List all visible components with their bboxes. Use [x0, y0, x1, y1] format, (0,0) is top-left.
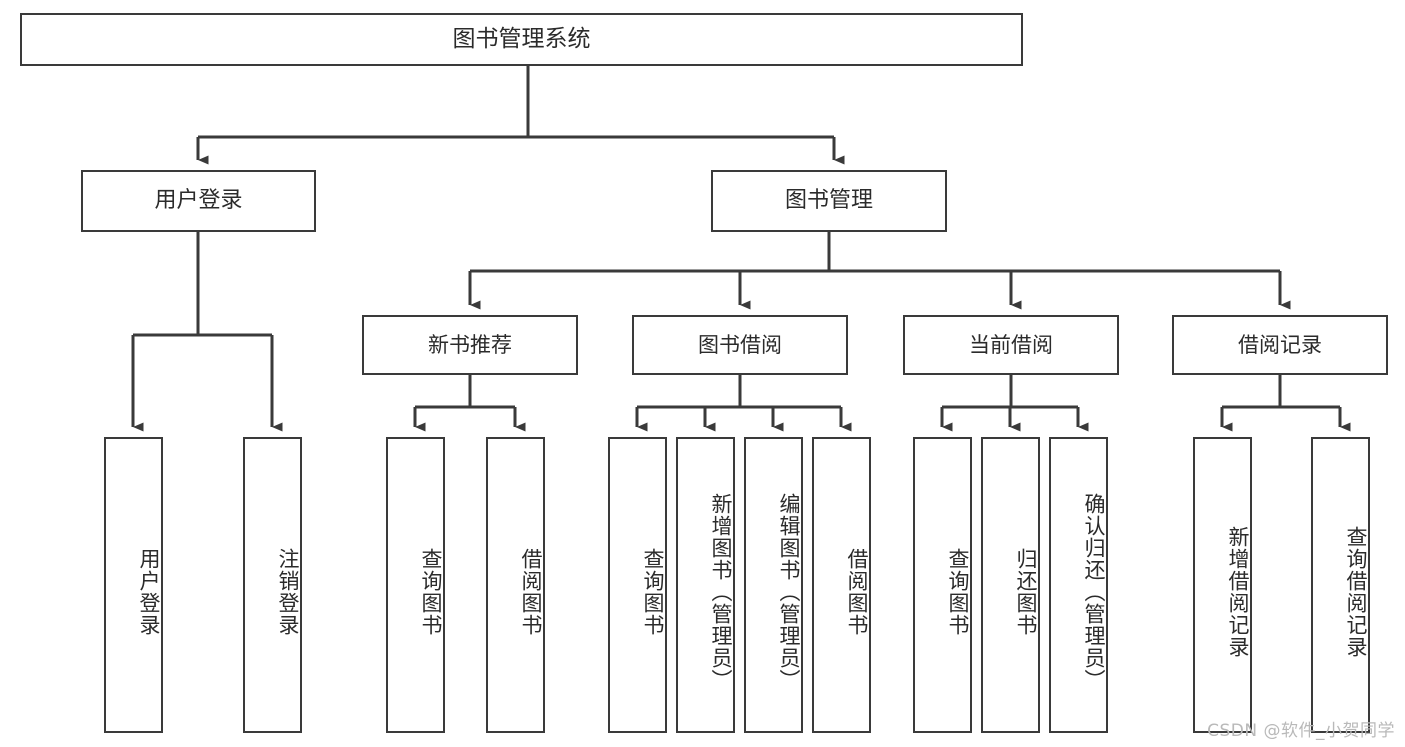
node-leaf-logout-login-label: 注销登录: [276, 548, 300, 636]
csdn-watermark: CSDN @软件_小贺同学: [1207, 721, 1395, 741]
node-leaf-add-record[interactable]: 新增借阅记录: [1193, 437, 1252, 733]
node-borrow-record[interactable]: 借阅记录: [1172, 315, 1388, 375]
node-leaf-borrow-book-1-label: 借阅图书: [519, 548, 543, 636]
node-leaf-confirm-return[interactable]: 确认归还（管理员）: [1049, 437, 1108, 733]
node-leaf-query-book-2[interactable]: 查询图书: [608, 437, 667, 733]
node-leaf-query-book-3[interactable]: 查询图书: [913, 437, 972, 733]
node-leaf-query-book-2-label: 查询图书: [641, 548, 665, 636]
node-leaf-user-login-label: 用户登录: [137, 548, 161, 636]
node-leaf-add-book[interactable]: 新增图书（管理员）: [676, 437, 735, 733]
node-leaf-logout-login[interactable]: 注销登录: [243, 437, 302, 733]
node-current-borrow-label: 当前借阅: [969, 332, 1053, 357]
node-leaf-query-record[interactable]: 查询借阅记录: [1311, 437, 1370, 733]
node-leaf-borrow-book-2-label: 借阅图书: [845, 548, 869, 636]
node-leaf-confirm-return-label: 确认归还（管理员）: [1082, 493, 1106, 691]
node-leaf-return-book-label: 归还图书: [1014, 548, 1038, 636]
node-new-book-recommend-label: 新书推荐: [428, 332, 512, 357]
node-leaf-query-book-3-label: 查询图书: [946, 548, 970, 636]
node-book-management[interactable]: 图书管理: [711, 170, 947, 232]
node-leaf-borrow-book-1[interactable]: 借阅图书: [486, 437, 545, 733]
node-current-borrow[interactable]: 当前借阅: [903, 315, 1119, 375]
node-new-book-recommend[interactable]: 新书推荐: [362, 315, 578, 375]
node-borrow-record-label: 借阅记录: [1238, 332, 1322, 357]
node-user-login[interactable]: 用户登录: [81, 170, 316, 232]
node-root[interactable]: 图书管理系统: [20, 13, 1023, 66]
node-root-label: 图书管理系统: [452, 25, 591, 52]
node-book-management-label: 图书管理: [784, 188, 873, 214]
node-leaf-add-book-label: 新增图书（管理员）: [709, 493, 733, 691]
node-leaf-query-book-1[interactable]: 查询图书: [386, 437, 445, 733]
node-leaf-query-book-1-label: 查询图书: [419, 548, 443, 636]
node-leaf-edit-book[interactable]: 编辑图书（管理员）: [744, 437, 803, 733]
node-leaf-edit-book-label: 编辑图书（管理员）: [777, 493, 801, 691]
node-book-borrow[interactable]: 图书借阅: [632, 315, 848, 375]
node-user-login-label: 用户登录: [154, 188, 243, 214]
node-leaf-query-record-label: 查询借阅记录: [1344, 526, 1368, 658]
node-book-borrow-label: 图书借阅: [698, 332, 782, 357]
node-leaf-return-book[interactable]: 归还图书: [981, 437, 1040, 733]
node-leaf-borrow-book-2[interactable]: 借阅图书: [812, 437, 871, 733]
node-leaf-add-record-label: 新增借阅记录: [1226, 526, 1250, 658]
node-leaf-user-login[interactable]: 用户登录: [104, 437, 163, 733]
